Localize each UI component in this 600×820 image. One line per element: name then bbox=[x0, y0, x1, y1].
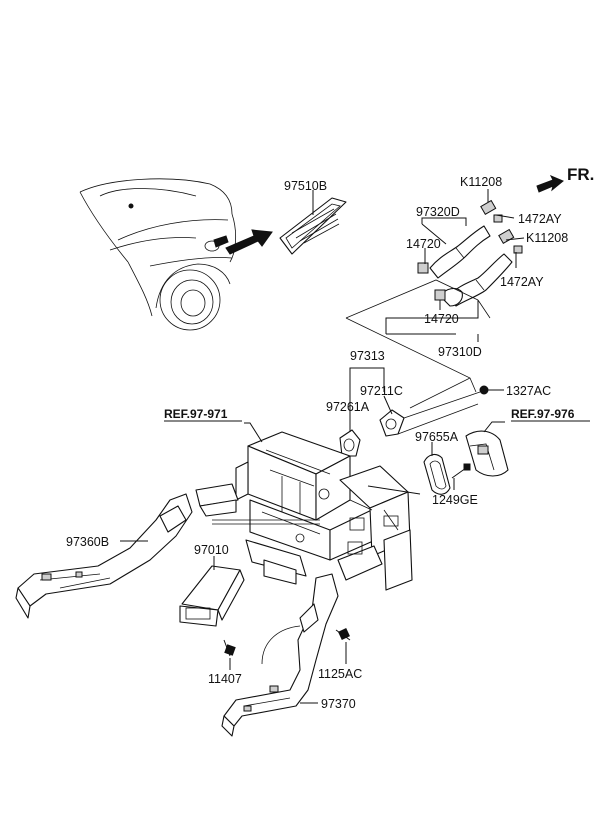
hvac-unit bbox=[195, 431, 413, 591]
label-1472AY-top: 1472AY bbox=[518, 212, 562, 226]
label-97261A: 97261A bbox=[326, 400, 370, 414]
direction-label: FR. bbox=[567, 165, 594, 184]
label-K11208-top: K11208 bbox=[460, 175, 502, 189]
screw-icon bbox=[335, 628, 351, 641]
label-14720-top: 14720 bbox=[406, 237, 441, 251]
label-97010: 97010 bbox=[194, 543, 229, 557]
label-97310D: 97310D bbox=[438, 345, 482, 359]
label-1327AC: 1327AC bbox=[506, 384, 551, 398]
label-97211C: 97211C bbox=[360, 384, 403, 398]
ref-left: REF.97-971 bbox=[164, 407, 228, 421]
screw-icon bbox=[451, 463, 471, 479]
duct-stub-right bbox=[465, 430, 509, 477]
duct-97370 bbox=[221, 573, 339, 737]
label-1472AY-bottom: 1472AY bbox=[500, 275, 544, 289]
label-K11208-bottom: K11208 bbox=[526, 231, 568, 245]
part-labels: 97510B K11208 97320D 1472AY 14720 K11208… bbox=[66, 175, 575, 711]
vent-grille-97510B bbox=[279, 190, 347, 255]
clip-icon bbox=[417, 199, 523, 301]
label-97370: 97370 bbox=[321, 697, 356, 711]
label-97313: 97313 bbox=[350, 349, 385, 363]
seal-97655A bbox=[423, 453, 451, 495]
label-14720-bottom: 14720 bbox=[424, 312, 459, 326]
label-97360B: 97360B bbox=[66, 535, 109, 549]
label-97510B: 97510B bbox=[284, 179, 327, 193]
gasket-97211C bbox=[379, 391, 481, 437]
car-rear-icon bbox=[79, 178, 236, 331]
gasket-97261A bbox=[339, 429, 361, 457]
label-97655A: 97655A bbox=[415, 430, 459, 444]
hose-97320D bbox=[429, 225, 491, 279]
label-1249GE: 1249GE bbox=[432, 493, 478, 507]
screw-icon bbox=[223, 639, 236, 657]
leader-lines bbox=[120, 189, 525, 704]
duct-97010 bbox=[179, 565, 245, 627]
direction-arrow-icon bbox=[536, 175, 564, 193]
label-1125AC: 1125AC bbox=[318, 667, 362, 681]
pointer-arrow-icon bbox=[225, 229, 273, 255]
label-97320D: 97320D bbox=[416, 205, 460, 219]
ref-right: REF.97-976 bbox=[511, 407, 575, 421]
duct-97360B bbox=[15, 493, 193, 619]
label-11407: 11407 bbox=[208, 672, 242, 686]
direction-indicator: FR. bbox=[536, 165, 594, 193]
screw-icon bbox=[479, 385, 489, 395]
